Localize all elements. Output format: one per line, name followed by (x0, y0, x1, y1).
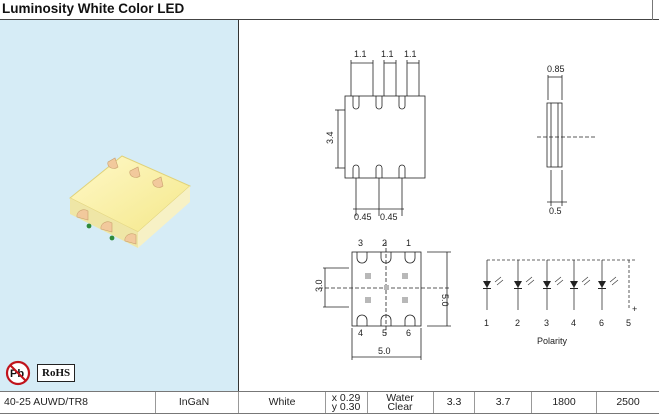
polarity-pin-4: 4 (571, 318, 576, 328)
polarity-plus: + (632, 304, 637, 314)
pin-4: 4 (358, 328, 363, 338)
lens-line-2: Clear (387, 400, 413, 413)
cell-iv-typ: 2500 (616, 396, 640, 408)
led-photo (69, 155, 191, 248)
cell-part: 40-25 AUWD/TR8 (4, 396, 89, 408)
pb-free-icon: Pb (5, 360, 31, 386)
pin-3: 3 (358, 238, 363, 248)
table-top-rule (0, 391, 659, 392)
cell-color: White (268, 396, 296, 408)
polarity-pin-1: 1 (484, 318, 489, 328)
pin-2: 2 (382, 238, 387, 248)
polarity-pin-5: 5 (626, 318, 631, 328)
dim-top-1: 1.1 (354, 49, 367, 59)
dim-bottom-right: 5.0 (440, 294, 450, 307)
cell-chromaticity: x 0.29 y 0.30 (326, 391, 366, 413)
col-sep (325, 392, 326, 413)
cell-lens: Water Clear (368, 391, 432, 413)
rohs-badge: RoHS (37, 364, 76, 382)
lens-line-1: Water (386, 391, 414, 404)
panel-divider (238, 20, 239, 391)
polarity-label: Polarity (537, 336, 568, 346)
page-title: Luminosity White Color LED (2, 1, 185, 16)
dim-bottom-height: 3.0 (314, 279, 324, 292)
pin-6: 6 (406, 328, 411, 338)
cell-vf-typ: 3.3 (446, 396, 462, 408)
pin-1: 1 (406, 238, 411, 248)
polarity-pin-2: 2 (515, 318, 520, 328)
dim-bottom-2: 0.45 (380, 212, 398, 222)
title-bar: Luminosity White Color LED (0, 0, 659, 19)
cell-iv-min: 1800 (552, 396, 576, 408)
dim-side-thickness: 0.85 (547, 64, 565, 74)
title-side-rule (652, 0, 653, 20)
dimension-drawing: 1.1 1.1 1.1 3.4 0.45 0.45 0.85 0.5 3 2 1… (314, 49, 637, 360)
col-sep (596, 392, 597, 413)
col-sep (531, 392, 532, 413)
technical-drawing: 1.1 1.1 1.1 3.4 0.45 0.45 0.85 0.5 3 2 1… (239, 20, 659, 391)
polarity-pin-3: 3 (544, 318, 549, 328)
dim-top-2: 1.1 (381, 49, 394, 59)
cell-vf-max: 3.7 (495, 396, 511, 408)
pin-5: 5 (382, 328, 387, 338)
dim-bottom-1: 0.45 (354, 212, 372, 222)
col-sep (238, 392, 239, 413)
col-sep (155, 392, 156, 413)
dim-height: 3.4 (325, 131, 335, 144)
col-sep (474, 392, 475, 413)
cell-material: InGaN (178, 396, 210, 408)
led-photo-panel (0, 20, 238, 391)
dim-top-3: 1.1 (404, 49, 417, 59)
title-rule (0, 19, 659, 20)
chroma-y: y 0.30 (331, 400, 361, 413)
chroma-x: x 0.29 (331, 391, 361, 404)
dim-side-pad: 0.5 (549, 206, 562, 216)
col-sep (367, 392, 368, 413)
polarity-pin-6: 6 (599, 318, 604, 328)
col-sep (433, 392, 434, 413)
dim-bottom-width: 5.0 (378, 346, 391, 356)
